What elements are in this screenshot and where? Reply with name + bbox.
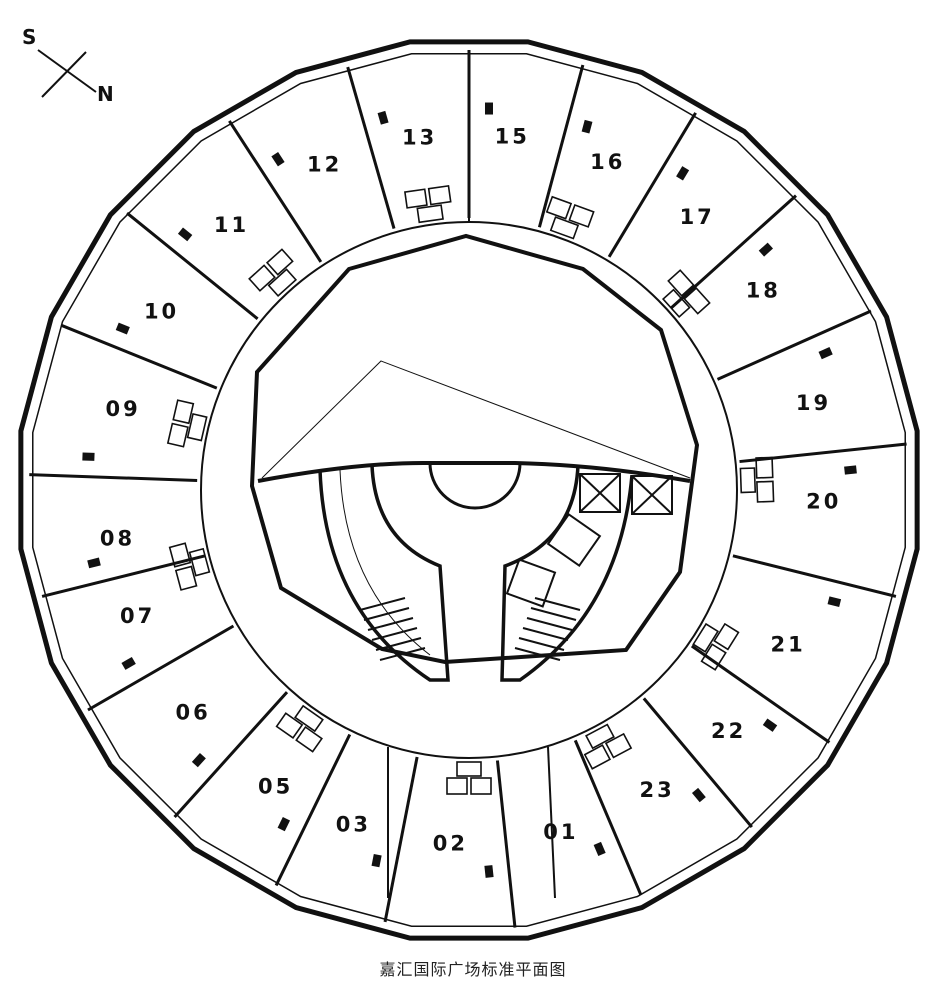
corridor-spine: [387, 200, 556, 899]
outer-facade-wall: [18, 39, 920, 941]
unit-label-17: 17: [680, 205, 715, 229]
unit-label-03: 03: [336, 813, 371, 837]
partition-wall: [607, 112, 697, 258]
unit-label-11: 11: [214, 213, 249, 237]
unit-label-10: 10: [144, 300, 179, 324]
right-stair: [514, 597, 581, 661]
service-block: [692, 622, 740, 671]
unit-label-12: 12: [307, 153, 342, 177]
column-marker: [121, 656, 136, 670]
central-lobby-curve: [428, 462, 522, 510]
partition-wall: [573, 739, 643, 896]
partition-wall: [346, 66, 396, 229]
column-marker: [371, 853, 382, 868]
right-core-wing: [500, 464, 634, 682]
elevator-shafts: [505, 473, 673, 608]
unit-label-16: 16: [590, 150, 625, 174]
partition-markers: [82, 102, 857, 878]
unit-label-02: 02: [433, 832, 468, 856]
unit-label-19: 19: [796, 391, 831, 415]
partition-wall: [228, 120, 323, 263]
partition-wall: [739, 442, 907, 464]
column-marker: [691, 787, 706, 803]
unit-label-07: 07: [120, 604, 155, 628]
unit-label-09: 09: [105, 397, 140, 421]
partition-wall: [716, 309, 872, 381]
compass: S N: [22, 25, 114, 106]
unit-labels: 01 02 03 05 06 07 08 09 10 11 12 13 15 16 17 18 19 20 21 22…: [100, 125, 841, 856]
column-marker: [484, 102, 493, 115]
column-marker: [271, 151, 285, 167]
column-marker: [82, 452, 95, 461]
left-core-inner-arc: [339, 469, 431, 656]
service-block: [248, 248, 298, 298]
unit-label-05: 05: [258, 775, 293, 799]
service-block: [275, 704, 324, 753]
column-marker: [758, 242, 774, 257]
partition-wall: [495, 760, 517, 928]
service-block: [168, 542, 211, 591]
compass-cross-line: [41, 51, 87, 98]
central-core-wall: [249, 233, 700, 665]
column-marker: [844, 465, 857, 475]
partition-wall: [29, 473, 198, 483]
unit-label-18: 18: [746, 278, 781, 302]
partition-wall: [60, 323, 218, 390]
compass-north-letter: N: [97, 82, 114, 106]
column-marker: [762, 718, 778, 732]
partition-wall: [126, 211, 259, 320]
unit-label-13: 13: [402, 125, 437, 149]
unit-partitions: [29, 50, 907, 928]
service-core-blocks: [166, 184, 775, 795]
partition-wall: [383, 756, 419, 923]
left-stair: [359, 597, 426, 661]
partition-wall: [41, 554, 206, 598]
service-block: [446, 761, 492, 795]
unit-label-23: 23: [640, 778, 675, 802]
column-marker: [377, 110, 389, 125]
partition-wall: [690, 644, 831, 744]
unit-label-22: 22: [711, 719, 746, 743]
compass-south-letter: S: [22, 25, 36, 49]
partition-wall: [642, 697, 753, 829]
column-marker: [676, 166, 690, 181]
column-marker: [818, 347, 833, 360]
unit-label-15: 15: [495, 125, 530, 149]
column-marker: [277, 816, 291, 832]
service-block: [166, 399, 208, 448]
core-divider-wall: [257, 460, 691, 483]
service-block: [661, 269, 711, 319]
partition-wall: [732, 554, 897, 598]
inner-facade-line: [32, 53, 906, 927]
column-marker: [177, 227, 193, 242]
column-marker: [115, 322, 130, 335]
partition-wall: [173, 691, 289, 818]
column-marker: [593, 841, 606, 857]
unit-label-08: 08: [100, 526, 135, 550]
partition-wall: [87, 624, 235, 712]
partition-wall: [274, 733, 352, 887]
column-marker: [827, 596, 842, 608]
plan-caption: 嘉汇国际广场标准平面图: [379, 960, 567, 979]
service-block: [404, 184, 452, 224]
left-core-wing: [318, 464, 450, 682]
column-marker: [87, 557, 101, 569]
atrium-skylight-line: [261, 360, 691, 479]
unit-label-06: 06: [175, 700, 210, 724]
column-marker: [484, 865, 494, 878]
partition-wall: [537, 64, 585, 228]
partition-wall: [670, 194, 797, 310]
unit-label-20: 20: [806, 489, 841, 513]
service-block: [583, 723, 633, 770]
service-block: [739, 456, 775, 503]
unit-label-01: 01: [543, 820, 578, 844]
service-block: [545, 195, 595, 240]
column-marker: [191, 752, 206, 768]
unit-label-21: 21: [770, 633, 805, 657]
column-marker: [581, 119, 593, 134]
